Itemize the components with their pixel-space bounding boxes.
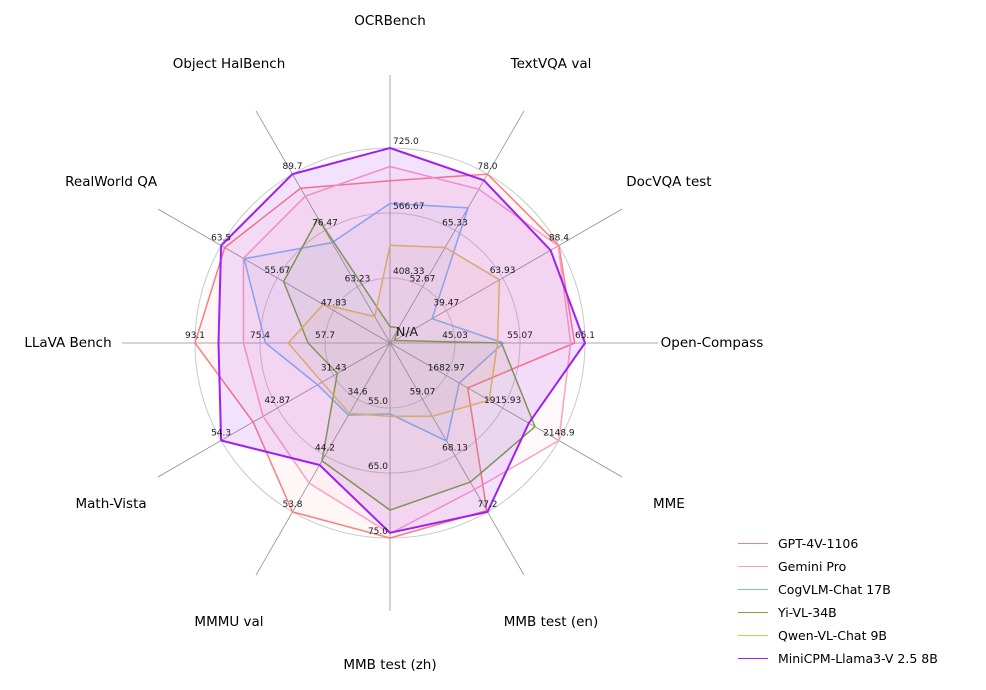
legend-line-swatch xyxy=(738,566,768,567)
tick-label: 93.1 xyxy=(185,331,205,341)
tick-label: 53.8 xyxy=(282,500,302,510)
tick-label: 55.67 xyxy=(265,266,291,276)
legend-label: Gemini Pro xyxy=(778,559,847,574)
axis-label: TextVQA val xyxy=(510,56,592,72)
tick-label: 47.83 xyxy=(321,299,347,309)
tick-label: 1682.97 xyxy=(428,364,465,374)
legend-label: CogVLM-Chat 17B xyxy=(778,582,891,597)
tick-label: 34.6 xyxy=(347,387,367,397)
axis-label: MMB test (en) xyxy=(504,614,598,630)
tick-label: 55.07 xyxy=(507,331,533,341)
tick-label: 76.47 xyxy=(312,218,338,228)
tick-label: 75.0 xyxy=(368,527,388,537)
tick-label: 2148.9 xyxy=(543,429,575,439)
tick-label: 75.4 xyxy=(250,331,270,341)
axis-label: Math-Vista xyxy=(76,496,147,512)
axis-label: DocVQA test xyxy=(626,174,711,190)
tick-label: 44.2 xyxy=(315,444,335,454)
legend-label: MiniCPM-Llama3-V 2.5 8B xyxy=(778,651,938,666)
axis-label: Object HalBench xyxy=(173,56,286,72)
tick-label: 78.0 xyxy=(477,162,497,172)
axis-label: OCRBench xyxy=(354,13,426,29)
legend: GPT-4V-1106 Gemini Pro CogVLM-Chat 17B Y… xyxy=(738,536,938,666)
axis-label: Open-Compass xyxy=(661,335,764,351)
series-polygon-MiniCPM-Llama3-V 2.5 8B xyxy=(217,147,586,534)
legend-line-swatch xyxy=(738,635,768,636)
legend-item: Qwen-VL-Chat 9B xyxy=(738,628,938,643)
legend-label: GPT-4V-1106 xyxy=(778,536,859,551)
tick-label: 45.03 xyxy=(442,331,468,341)
axis-spoke xyxy=(389,342,623,478)
series-polygon-Yi-VL-34B xyxy=(282,217,536,511)
tick-label: 42.87 xyxy=(265,396,291,406)
tick-label: 68.13 xyxy=(442,444,468,454)
axis-label: LLaVA Bench xyxy=(24,335,111,351)
legend-item: CogVLM-Chat 17B xyxy=(738,582,938,597)
axis-spoke xyxy=(389,342,525,576)
series-polygon-CogVLM-Chat 17B xyxy=(243,202,505,442)
axis-spoke xyxy=(157,208,391,344)
tick-label: 55.0 xyxy=(368,397,388,407)
axis-spoke xyxy=(389,208,623,344)
tick-label: 725.0 xyxy=(393,137,419,147)
legend-line-swatch xyxy=(738,589,768,590)
tick-label: 63.23 xyxy=(345,275,371,285)
legend-label: Qwen-VL-Chat 9B xyxy=(778,628,887,643)
tick-label: 566.67 xyxy=(393,202,425,212)
axis-label: MME xyxy=(653,496,685,512)
legend-item: MiniCPM-Llama3-V 2.5 8B xyxy=(738,651,938,666)
tick-label: 77.2 xyxy=(477,500,497,510)
tick-label: 65.0 xyxy=(368,462,388,472)
tick-label: 89.7 xyxy=(282,162,302,172)
legend-line-swatch xyxy=(738,543,768,544)
legend-label: Yi-VL-34B xyxy=(778,605,837,620)
series-polygon-Qwen-VL-Chat 9B xyxy=(287,244,501,418)
tick-label: 408.33 xyxy=(393,267,425,277)
axis-spoke xyxy=(389,110,525,344)
axis-spoke xyxy=(157,342,391,478)
tick-label: 54.3 xyxy=(211,429,231,439)
axis-label: MMMU val xyxy=(194,614,263,630)
legend-line-swatch xyxy=(738,658,768,659)
legend-line-swatch xyxy=(738,612,768,613)
axis-label: MMB test (zh) xyxy=(343,657,436,673)
tick-label: 39.47 xyxy=(433,299,459,309)
tick-label: 88.4 xyxy=(549,234,569,244)
legend-item: Gemini Pro xyxy=(738,559,938,574)
series-polygon-GPT-4V-1106 xyxy=(194,173,576,539)
axis-label: RealWorld QA xyxy=(65,174,158,190)
tick-label: 65.33 xyxy=(442,218,468,228)
tick-label: 63.93 xyxy=(490,266,516,276)
tick-label: 57.7 xyxy=(315,331,335,341)
tick-label: 31.43 xyxy=(321,364,347,374)
tick-label: 52.67 xyxy=(410,275,436,285)
center-label: N/A xyxy=(396,324,419,339)
tick-label: 65.1 xyxy=(575,331,595,341)
tick-label: 1915.93 xyxy=(484,396,521,406)
tick-label: 63.5 xyxy=(211,234,231,244)
legend-item: Yi-VL-34B xyxy=(738,605,938,620)
tick-label: 59.07 xyxy=(410,387,436,397)
legend-item: GPT-4V-1106 xyxy=(738,536,938,551)
